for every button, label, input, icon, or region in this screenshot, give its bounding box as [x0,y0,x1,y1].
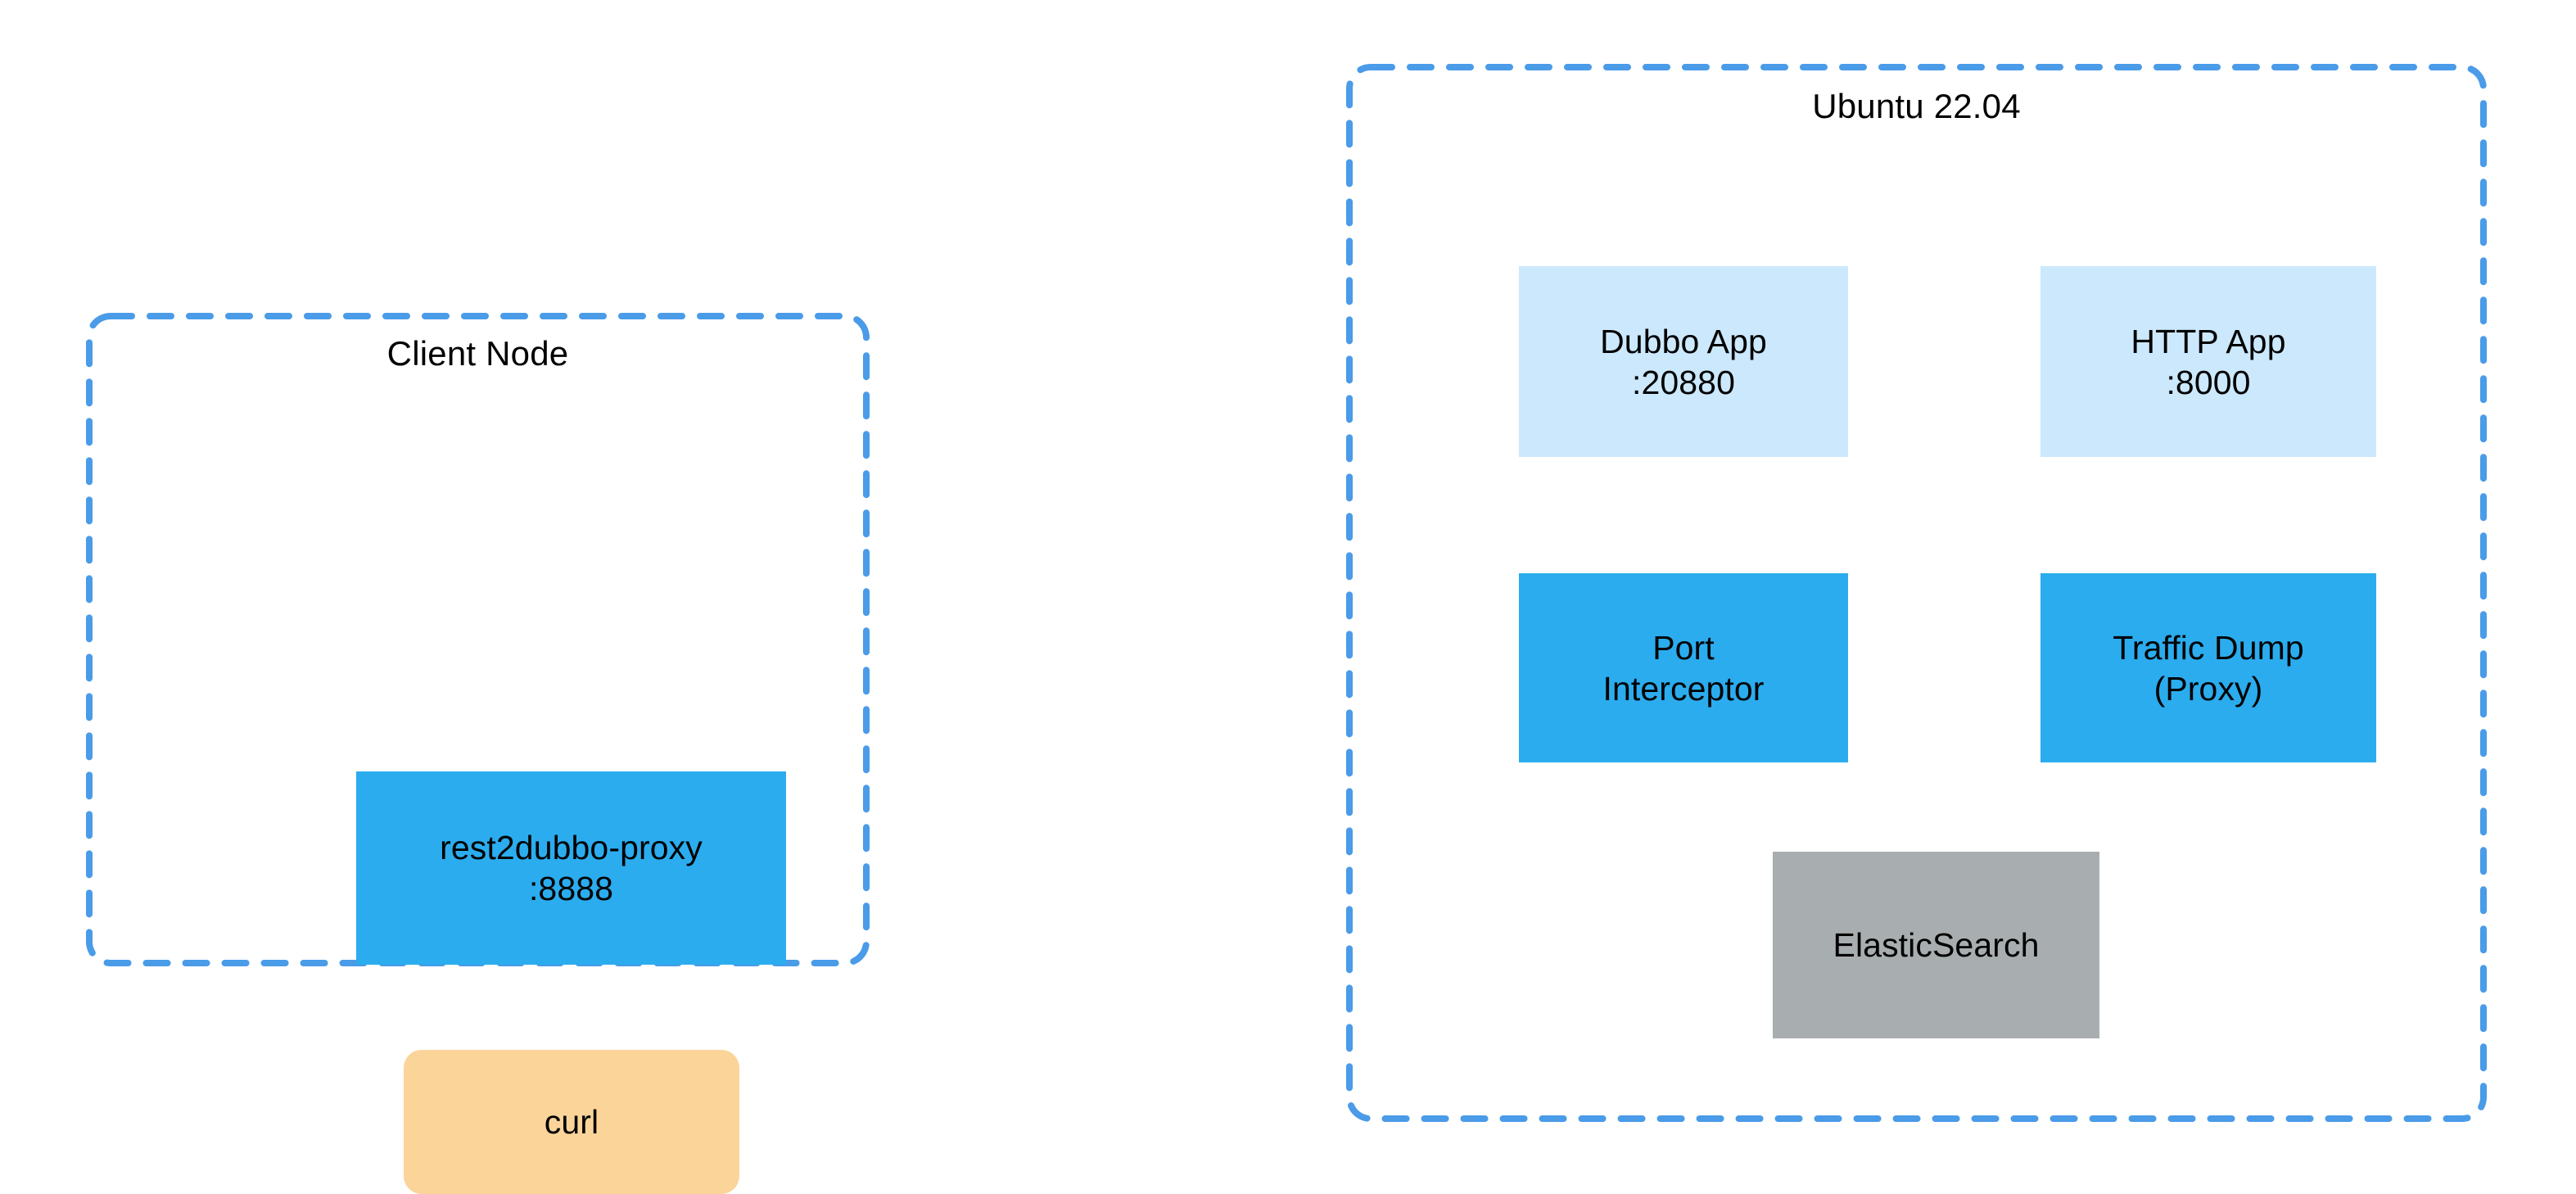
node-http-app-line-2: :8000 [2166,363,2251,401]
node-port-interceptor-line-1: Port [1652,628,1715,667]
ubuntu-title: Ubuntu 22.04 [1812,87,2021,125]
node-http-app-line-1: HTTP App [2131,322,2286,360]
node-http-app[interactable]: HTTP App :8000 [2040,266,2376,457]
node-traffic-dump-line-2: (Proxy) [2153,669,2263,708]
node-port-interceptor[interactable]: Port Interceptor [1519,573,1848,762]
node-elasticsearch-label: ElasticSearch [1833,926,2040,964]
node-dubbo-app-line-2: :20880 [1631,363,1735,401]
node-traffic-dump-line-1: Traffic Dump [2113,628,2304,667]
node-rest2dubbo-proxy-line-2: :8888 [528,870,614,907]
node-traffic-dump[interactable]: Traffic Dump (Proxy) [2040,573,2376,762]
node-rest2dubbo-proxy[interactable]: rest2dubbo-proxy :8888 [356,771,786,965]
client-node-title: Client Node [386,334,569,373]
group-client-node[interactable]: Client Node rest2dubbo-proxy :8888 curl [86,313,870,1194]
node-elasticsearch[interactable]: ElasticSearch [1773,852,2099,1038]
node-curl-label: curl [544,1103,599,1141]
node-rest2dubbo-proxy-line-1: rest2dubbo-proxy [440,829,703,866]
node-port-interceptor-line-2: Interceptor [1602,669,1765,708]
node-dubbo-app[interactable]: Dubbo App :20880 [1519,266,1848,457]
node-curl[interactable]: curl [404,1050,739,1194]
node-dubbo-app-line-1: Dubbo App [1600,322,1767,360]
